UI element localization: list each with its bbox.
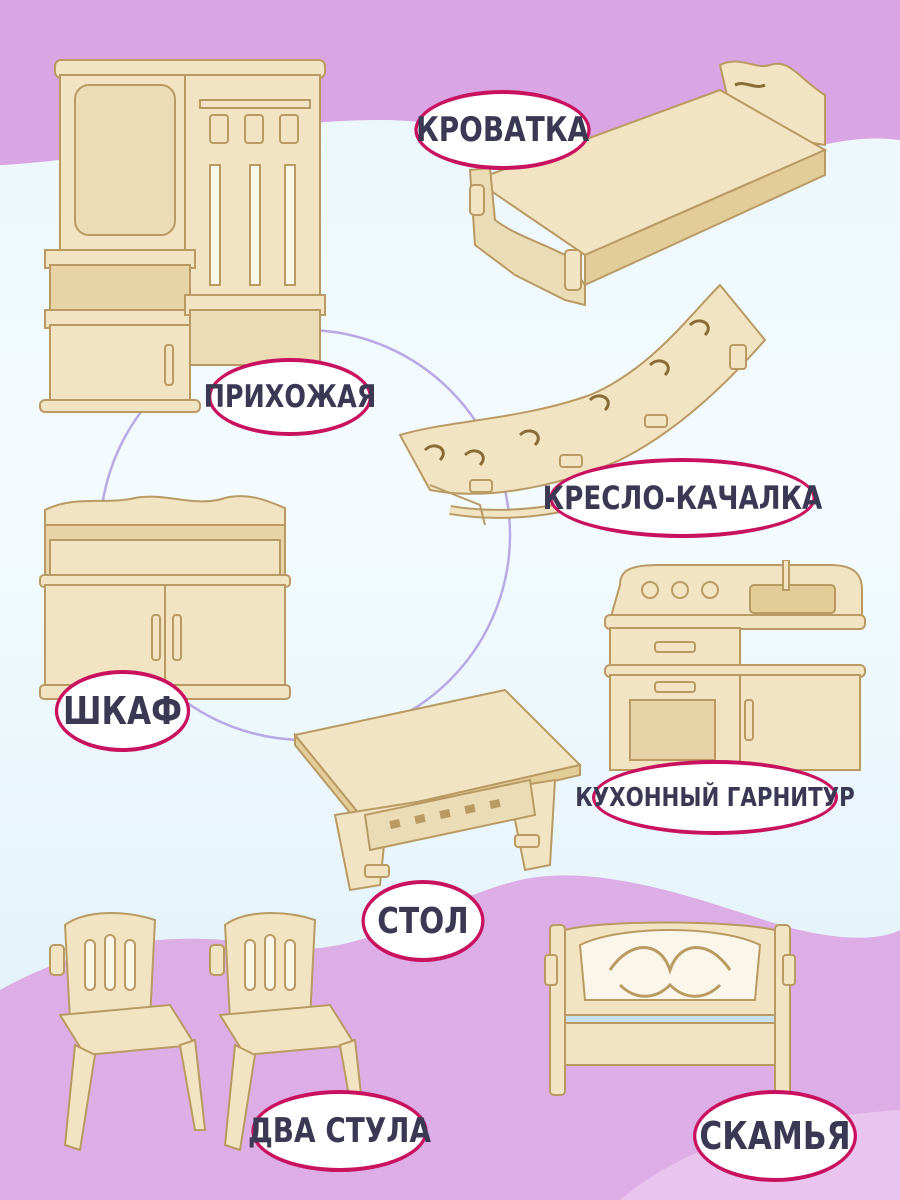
label-cabinet: ШКАФ [54, 670, 191, 752]
label-hallway-text: ПРИХОЖАЯ [203, 379, 377, 415]
two-chairs-image [49, 912, 367, 1152]
label-bed-text: КРОВАТКА [415, 110, 590, 150]
bed-image [468, 60, 828, 307]
cabinet-image [39, 495, 291, 700]
label-rocking-chair: КРЕСЛО-КАЧАЛКА [543, 458, 822, 538]
label-table-text: СТОЛ [377, 900, 469, 942]
label-bench: СКАМЬЯ [693, 1090, 857, 1182]
label-cabinet-text: ШКАФ [62, 689, 182, 733]
label-bed: КРОВАТКА [414, 90, 591, 170]
label-bench-text: СКАМЬЯ [699, 1114, 851, 1158]
label-hallway: ПРИХОЖАЯ [204, 358, 376, 436]
table-image [293, 688, 582, 892]
label-rocking-chair-text: КРЕСЛО-КАЧАЛКА [542, 479, 823, 517]
label-two-chairs-text: ДВА СТУЛА [247, 1111, 432, 1151]
bench-image [544, 921, 796, 1096]
label-kitchen-set-text: КУХОННЫЙ ГАРНИТУР [575, 782, 855, 813]
label-kitchen-set: КУХОННЫЙ ГАРНИТУР [575, 760, 855, 835]
kitchen-set-image [604, 560, 866, 771]
hallway-unit-image [39, 59, 326, 413]
label-two-chairs: ДВА СТУЛА [248, 1090, 431, 1172]
label-table: СТОЛ [361, 880, 485, 962]
